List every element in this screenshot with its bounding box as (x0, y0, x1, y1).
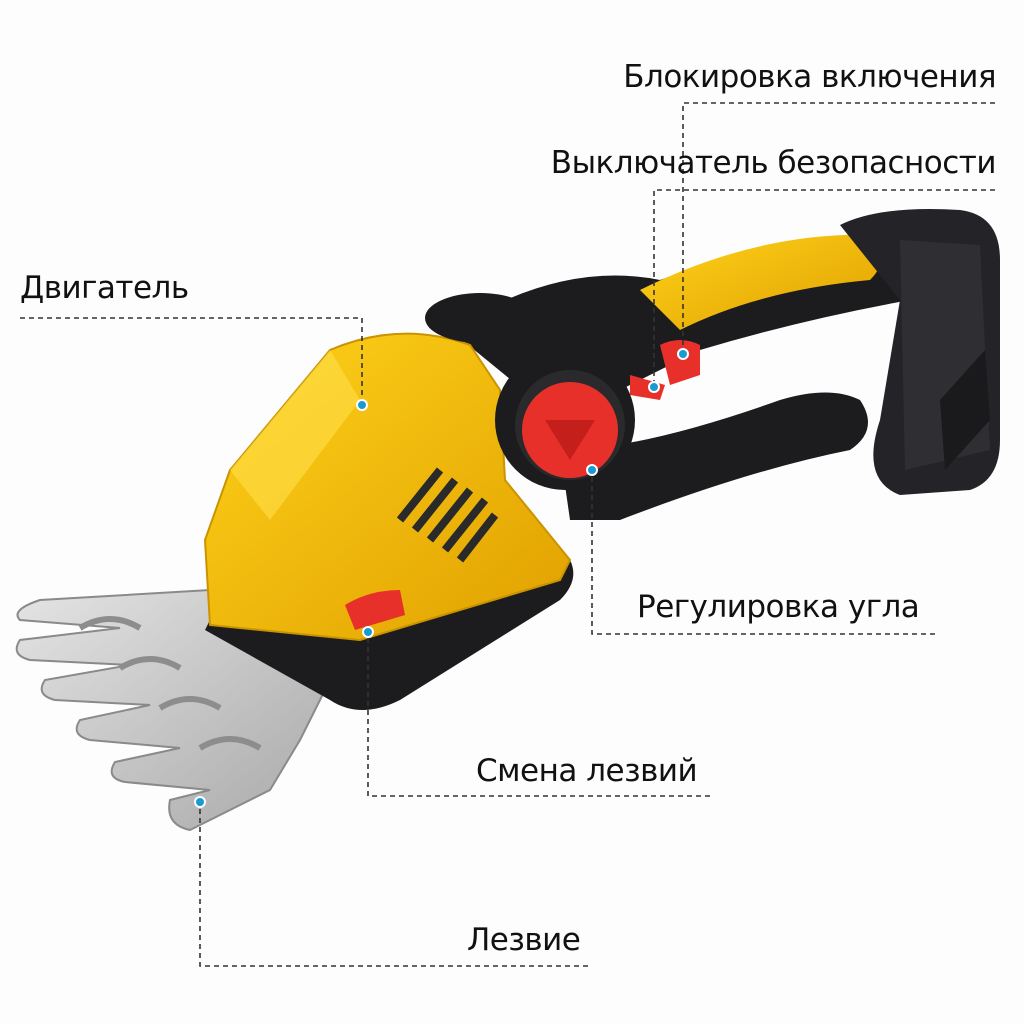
battery (840, 209, 1000, 495)
leader-lines (20, 102, 995, 967)
label-safety-switch: Выключатель безопасности (550, 145, 997, 181)
switch-lock-button (660, 340, 700, 385)
label-motor: Двигатель (20, 270, 189, 306)
label-blade-change: Смена лезвий (476, 753, 698, 789)
label-angle-adjust: Регулировка угла (637, 589, 920, 625)
angle-knob (425, 293, 635, 490)
motor-housing (203, 332, 572, 642)
blade-change-button (345, 590, 405, 630)
label-switch-lock: Блокировка включения (623, 59, 996, 95)
safety-switch-trigger (630, 375, 665, 400)
marker-dots (194, 348, 689, 808)
label-blade: Лезвие (467, 922, 581, 958)
